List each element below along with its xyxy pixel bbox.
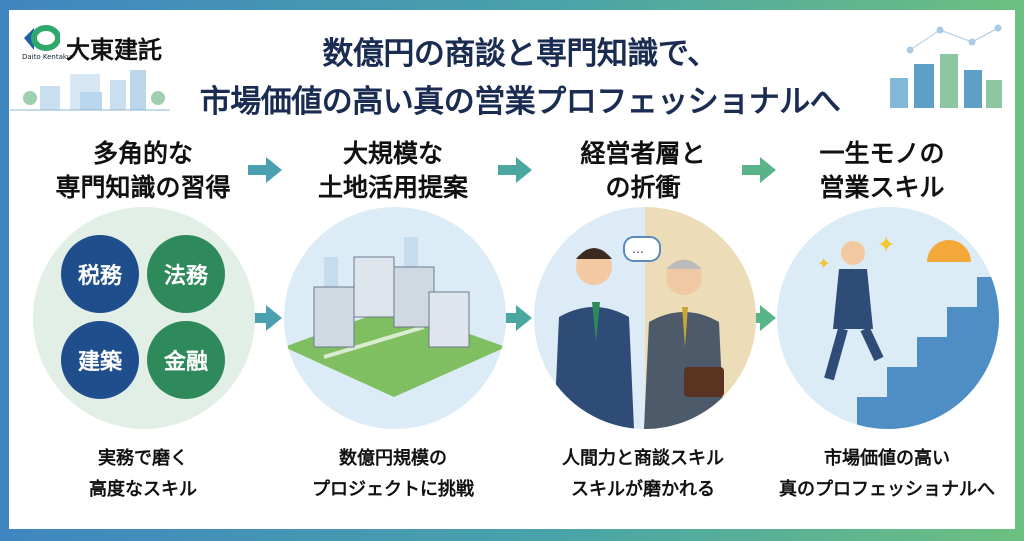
bubble-law: 法務: [147, 235, 225, 313]
step-1-heading: 多角的な専門知識の習得: [33, 137, 253, 205]
negotiation-illustration: …: [534, 207, 756, 429]
step-3-caption-line-1: 人間力と商談スキル: [562, 448, 724, 469]
step-2-caption-line-2: プロジェクトに挑戦: [312, 479, 474, 500]
logo-subtitle: Daito Kentaku: [22, 53, 72, 61]
step-2-caption: 数億円規模のプロジェクトに挑戦: [268, 443, 518, 505]
svg-text:✦: ✦: [817, 254, 830, 273]
step-4-caption-line-2: 真のプロフェッショナルへ: [779, 479, 995, 500]
knowledge-circle: 税務 法務 建築 金融: [33, 207, 255, 429]
step-3-heading: 経営者層との折衝: [533, 137, 753, 205]
city-skyline-left-icon: [10, 70, 170, 111]
land-development-illustration: [284, 207, 506, 429]
arrow-right-icon: [498, 305, 532, 331]
step-4-heading-line-2: 営業スキル: [819, 173, 945, 202]
apartment-buildings-icon: [284, 237, 506, 397]
arrow-right-icon: [248, 157, 282, 183]
step-3-heading-line-1: 経営者層と: [580, 139, 706, 168]
step-3-caption: 人間力と商談スキルスキルが磨かれる: [518, 443, 768, 505]
step-1-caption: 実務で磨く高度なスキル: [18, 443, 268, 505]
step-3-heading-line-2: の折衝: [605, 173, 681, 202]
svg-text:…: …: [632, 242, 644, 256]
step-1-heading-line-1: 多角的な: [92, 139, 193, 168]
svg-text:✦: ✦: [877, 233, 895, 258]
step-1-caption-line-1: 実務で磨く: [98, 448, 188, 469]
logo-mark-icon: [24, 25, 61, 51]
arrow-right-icon: [248, 305, 282, 331]
career-stairs-illustration: ✦✦: [777, 207, 999, 429]
step-4-caption: 市場価値の高い真のプロフェッショナルへ: [762, 443, 1012, 505]
title-line-2: 市場価値の高い真の営業プロフェッショナルへ: [199, 84, 841, 120]
logo: [20, 22, 61, 60]
step-1-heading-line-2: 専門知識の習得: [55, 173, 231, 202]
step-4-heading-line-1: 一生モノの: [819, 139, 945, 168]
businessmen-icon: …: [554, 236, 724, 429]
title-line-1: 数億円の商談と専門知識で、: [322, 36, 718, 72]
bubble-finance: 金融: [147, 321, 225, 399]
logo-name: 大東建託: [66, 36, 162, 64]
step-3-caption-line-2: スキルが磨かれる: [571, 479, 715, 500]
step-2-caption-line-1: 数億円規模の: [339, 448, 447, 469]
city-network-right-icon: [890, 24, 1002, 108]
step-1-caption-line-2: 高度なスキル: [89, 479, 197, 500]
step-2-heading-line-2: 土地活用提案: [317, 173, 468, 202]
step-4-caption-line-1: 市場価値の高い: [824, 448, 950, 469]
bubble-architecture: 建築: [61, 321, 139, 399]
stairs-climber-icon: ✦✦: [817, 233, 999, 429]
arrow-right-icon: [742, 305, 776, 331]
arrow-right-icon: [742, 157, 776, 183]
step-4-heading: 一生モノの営業スキル: [772, 137, 992, 205]
step-2-heading: 大規模な土地活用提案: [283, 137, 503, 205]
bubble-tax: 税務: [61, 235, 139, 313]
step-2-heading-line-1: 大規模な: [342, 139, 443, 168]
arrow-right-icon: [498, 157, 532, 183]
